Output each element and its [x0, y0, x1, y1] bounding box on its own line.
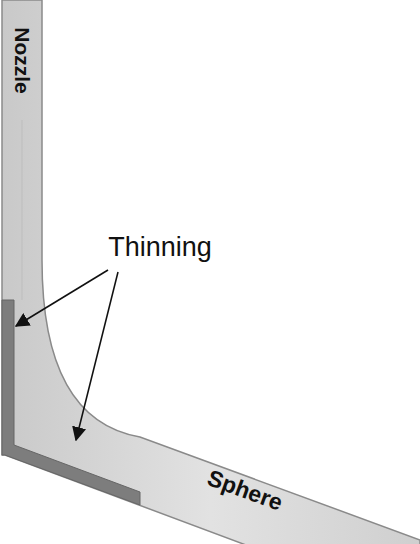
callout-label: Thinning: [108, 234, 212, 261]
leader-arrow: [16, 270, 108, 326]
wall-shading: [22, 120, 23, 300]
part-name: Nozzle: [12, 27, 33, 94]
leader-arrow: [76, 272, 118, 440]
thinning-region: [2, 300, 140, 505]
